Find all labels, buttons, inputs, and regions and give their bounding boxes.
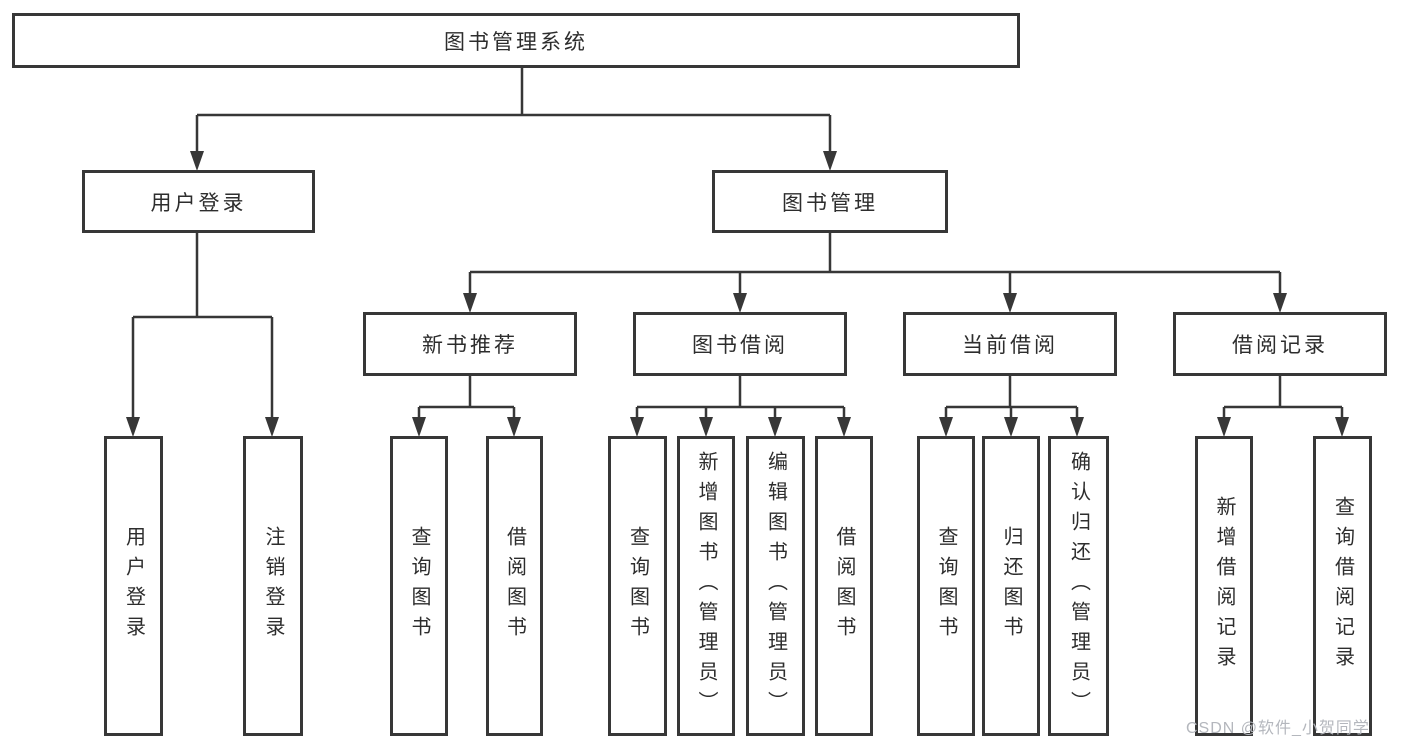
- leaf-query-borrow-record: 查询借阅记录: [1313, 436, 1372, 736]
- leaf-logout: 注销登录: [243, 436, 303, 736]
- leaf-borrow-books-1: 借阅图书: [486, 436, 543, 736]
- node-new-book-recommendation: 新书推荐: [363, 312, 577, 376]
- node-borrowing-records: 借阅记录: [1173, 312, 1387, 376]
- leaf-query-books-1: 查询图书: [390, 436, 448, 736]
- leaf-query-books-3: 查询图书: [917, 436, 975, 736]
- leaf-query-books-2: 查询图书: [608, 436, 667, 736]
- leaf-borrow-books-2: 借阅图书: [815, 436, 873, 736]
- leaf-edit-books-admin: 编辑图书（管理员）: [746, 436, 805, 736]
- node-user-login: 用户登录: [82, 170, 315, 233]
- leaf-add-borrow-record: 新增借阅记录: [1195, 436, 1253, 736]
- leaf-confirm-return-admin: 确认归还（管理员）: [1048, 436, 1109, 736]
- leaf-user-login: 用户登录: [104, 436, 163, 736]
- leaf-add-books-admin: 新增图书（管理员）: [677, 436, 735, 736]
- leaf-return-books: 归还图书: [982, 436, 1040, 736]
- csdn-watermark: CSDN @软件_小贺同学: [1186, 720, 1370, 737]
- node-current-borrowing: 当前借阅: [903, 312, 1117, 376]
- node-book-borrowing: 图书借阅: [633, 312, 847, 376]
- node-library-management-system: 图书管理系统: [12, 13, 1020, 68]
- node-book-management: 图书管理: [712, 170, 948, 233]
